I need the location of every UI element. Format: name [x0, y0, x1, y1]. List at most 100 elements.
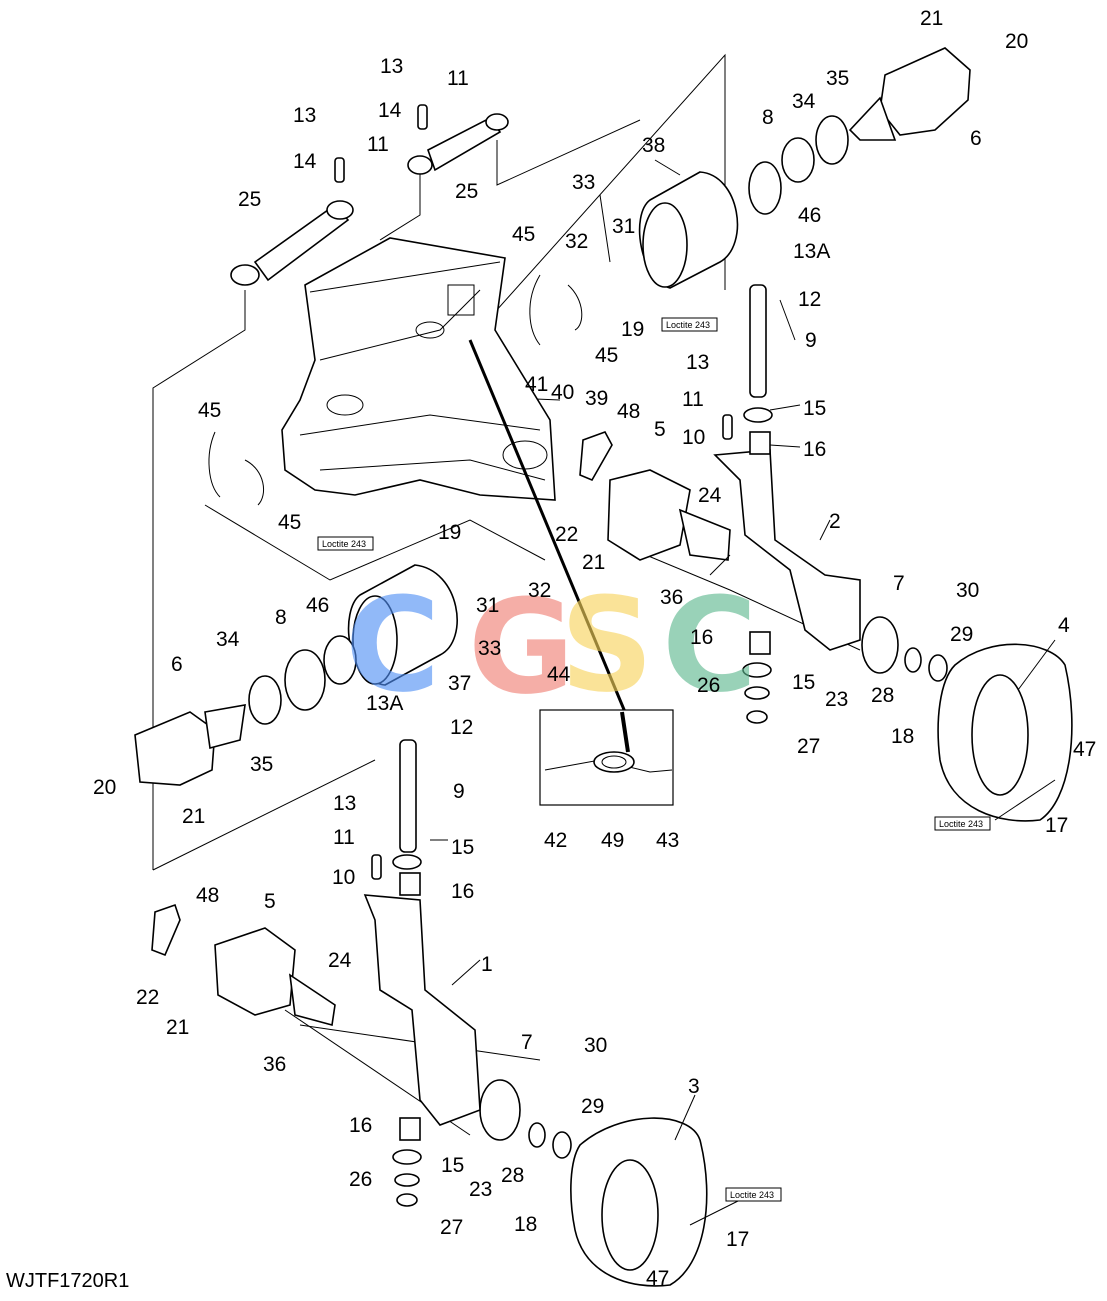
callout-15: 15: [792, 671, 815, 694]
loctite-label-bottom: Loctite 243: [725, 1187, 782, 1202]
callout-34: 34: [216, 628, 240, 651]
callout-15: 15: [803, 397, 826, 420]
steering-cylinder-left: [230, 200, 354, 286]
callout-24: 24: [698, 484, 722, 507]
callout-21: 21: [582, 551, 605, 574]
axle-arm-2: [713, 449, 861, 651]
callout-41: 41: [525, 373, 548, 396]
callout-30: 30: [584, 1034, 607, 1057]
watermark-letter-4: C: [662, 569, 757, 721]
inset-detail: [539, 709, 674, 806]
callout-11: 11: [447, 67, 469, 90]
callout-49: 49: [601, 829, 624, 852]
callout-16: 16: [690, 626, 713, 649]
callout-43: 43: [656, 829, 679, 852]
callout-11: 11: [682, 388, 704, 411]
callout-46: 46: [306, 594, 329, 617]
callout-48: 48: [196, 884, 219, 907]
callout-13: 13: [686, 351, 709, 374]
callout-33: 33: [572, 171, 595, 194]
callout-7: 7: [521, 1031, 533, 1054]
callout-21: 21: [182, 805, 205, 828]
callout-13A: 13A: [793, 240, 830, 263]
callout-20: 20: [1005, 30, 1028, 53]
loctite-label-right: Loctite 243: [934, 816, 991, 831]
steering-cylinder-right: [407, 113, 509, 175]
callout-45: 45: [278, 511, 301, 534]
callout-29: 29: [950, 623, 973, 646]
callout-11: 11: [367, 133, 389, 156]
callout-19: 19: [621, 318, 644, 341]
callout-31: 31: [476, 594, 499, 617]
callout-8: 8: [762, 106, 774, 129]
callout-48: 48: [617, 400, 640, 423]
callout-14: 14: [293, 150, 317, 173]
callout-8: 8: [275, 606, 287, 629]
callouts: 21 20 35 34 8 6 46 38 33 32 31 13A 12 19…: [93, 7, 1096, 1290]
callout-34: 34: [792, 90, 816, 113]
callout-14: 14: [378, 99, 402, 122]
callout-45: 45: [198, 399, 221, 422]
pins: [334, 104, 767, 880]
watermark-letter-2: G: [468, 571, 575, 723]
callout-20: 20: [93, 776, 116, 799]
callout-39: 39: [585, 387, 608, 410]
svg-text:Loctite 243: Loctite 243: [939, 819, 983, 829]
watermark-letter-1: C: [345, 569, 440, 721]
callout-22: 22: [555, 523, 578, 546]
svg-text:Loctite 243: Loctite 243: [666, 320, 710, 330]
callout-32: 32: [565, 230, 588, 253]
callout-28: 28: [501, 1164, 524, 1187]
callout-38: 38: [642, 134, 665, 157]
callout-15: 15: [441, 1154, 464, 1177]
callout-16: 16: [349, 1114, 372, 1137]
svg-text:Loctite 243: Loctite 243: [730, 1190, 774, 1200]
callout-47: 47: [646, 1267, 669, 1290]
callout-16: 16: [803, 438, 826, 461]
diagonal-link-line: [468, 339, 627, 713]
callout-2: 2: [829, 510, 841, 533]
callout-3: 3: [688, 1075, 700, 1098]
callout-31: 31: [612, 215, 635, 238]
frame-guide-lines: [152, 53, 861, 1136]
tyre-3: [570, 1117, 708, 1287]
callout-6: 6: [970, 127, 982, 150]
bushings-and-washers: [392, 407, 948, 1207]
callout-1: 1: [481, 953, 493, 976]
callout-12: 12: [450, 716, 473, 739]
callout-36: 36: [263, 1053, 286, 1076]
callout-5: 5: [654, 418, 666, 441]
callout-18: 18: [891, 725, 914, 748]
wheel-motor-mid: [134, 704, 246, 786]
callout-30: 30: [956, 579, 979, 602]
callout-26: 26: [697, 674, 720, 697]
center-frame: [281, 237, 556, 501]
drive-motor-top: [607, 469, 731, 561]
callout-45: 45: [512, 223, 535, 246]
callout-40: 40: [551, 381, 574, 404]
callout-44: 44: [547, 663, 571, 686]
callout-45: 45: [595, 344, 618, 367]
loctite-label-mid: Loctite 243: [317, 536, 374, 551]
watermark: C G S C: [345, 569, 757, 723]
callout-27: 27: [440, 1216, 463, 1239]
callout-13: 13: [380, 55, 403, 78]
callout-10: 10: [682, 426, 705, 449]
callout-17: 17: [726, 1228, 749, 1251]
callout-32: 32: [528, 579, 551, 602]
brake-drum-top: [638, 171, 739, 289]
callout-7: 7: [893, 572, 905, 595]
callout-24: 24: [328, 949, 352, 972]
svg-text:Loctite 243: Loctite 243: [322, 539, 366, 549]
callout-6: 6: [171, 653, 183, 676]
callout-10: 10: [332, 866, 355, 889]
callout-25: 25: [455, 180, 478, 203]
brake-drum-mid: [347, 564, 458, 686]
callout-28: 28: [871, 684, 894, 707]
steering-links: [151, 431, 613, 957]
callout-23: 23: [825, 688, 848, 711]
callout-47: 47: [1073, 738, 1096, 761]
callout-9: 9: [453, 780, 465, 803]
callout-42: 42: [544, 829, 567, 852]
